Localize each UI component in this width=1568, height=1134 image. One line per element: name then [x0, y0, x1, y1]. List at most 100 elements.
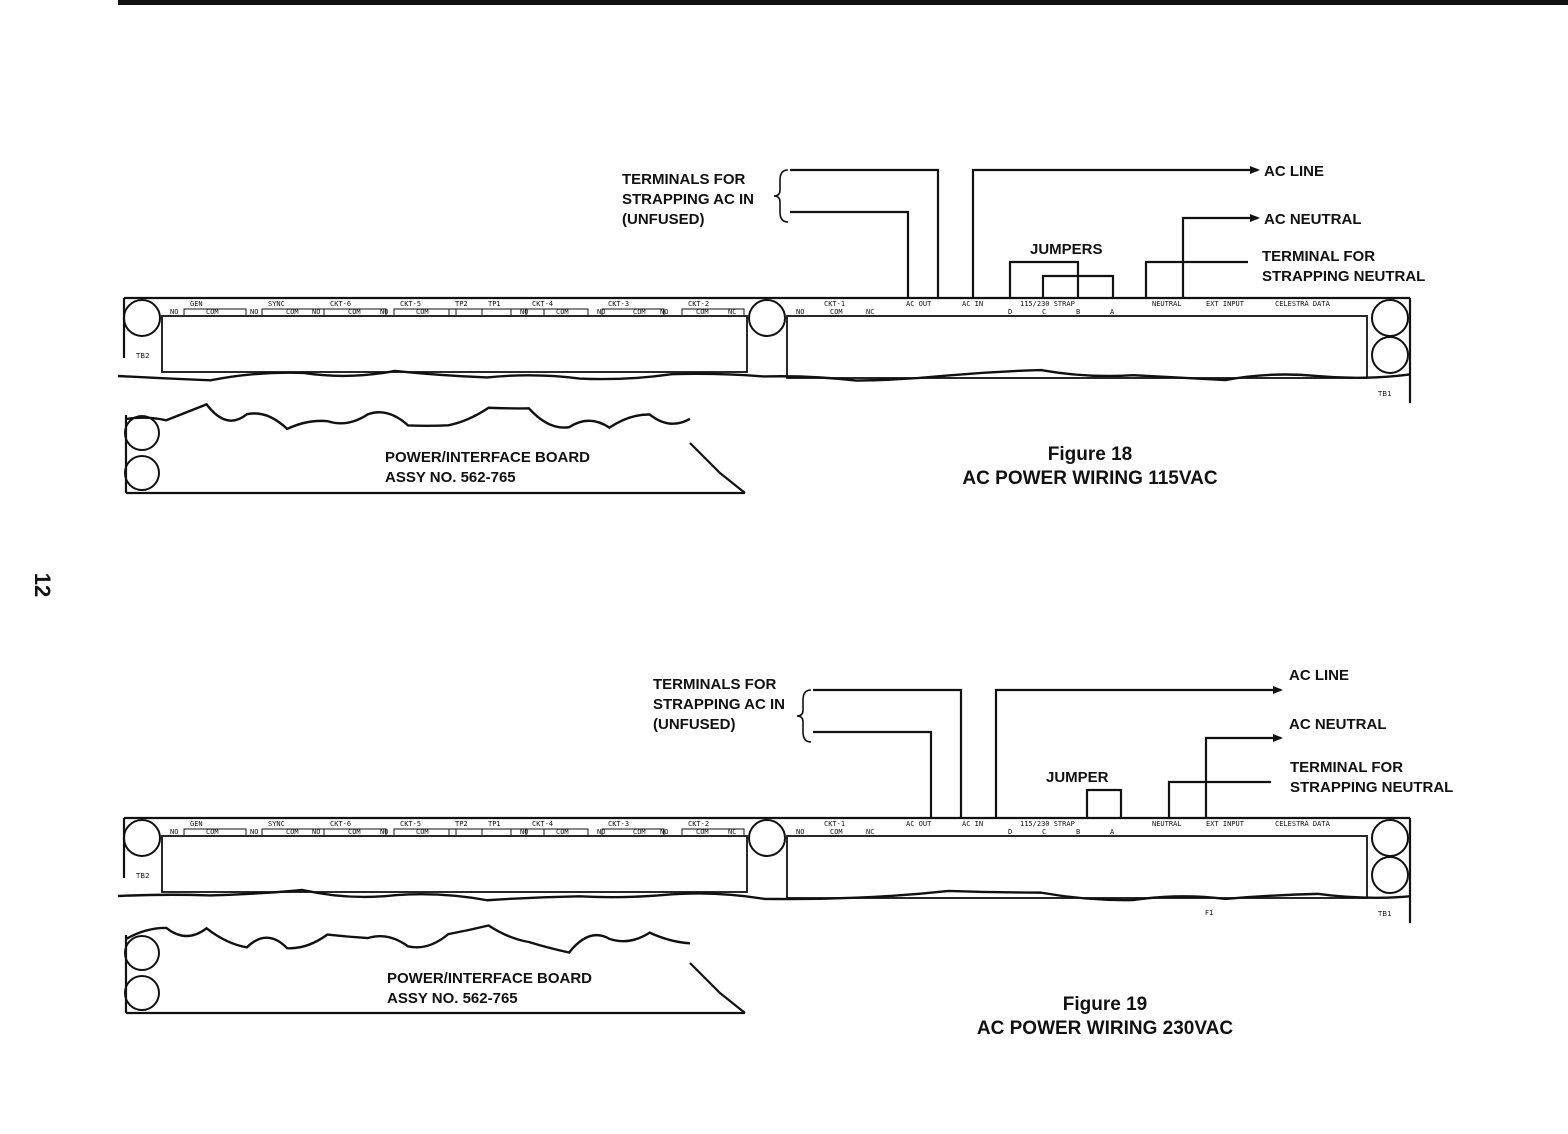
- fig19-ckt1-nc-label: NC: [866, 828, 874, 836]
- page-top-rule: [118, 0, 1568, 5]
- fig19-contact-com-label: COM: [696, 828, 709, 836]
- fig18-wire-strap-ac-in-2: [790, 210, 910, 298]
- fig18-tb2-group-bracket: [323, 308, 387, 315]
- fig19-terminals-brace: [796, 689, 812, 743]
- fig19-tb1-block: [786, 835, 1368, 899]
- fig19-tb2-group-bracket: [393, 828, 457, 835]
- fig18-tb1-term-label: AC IN: [962, 300, 983, 308]
- fig18-strap-contact-label: A: [1110, 308, 1115, 316]
- fig19-contact-com-label: COM: [556, 828, 569, 836]
- fig19-strap-contact-label: D: [1008, 828, 1012, 836]
- fig18-tb2-group-bracket: [601, 308, 665, 315]
- fig19-tb2-tag: TB2: [135, 872, 150, 880]
- fig19-contact-no-label: NO: [380, 828, 388, 836]
- fig19-tb2-term-label: CKT-5: [400, 820, 421, 828]
- fig19-ac-line-arrow: [1273, 686, 1283, 694]
- fig19-tb1-term-label: NEUTRAL: [1152, 820, 1182, 828]
- fig19-strap-contact-label: B: [1076, 828, 1080, 836]
- fig19-tb2-group-bracket: [481, 828, 545, 835]
- fig18-contact-com-label: COM: [556, 308, 569, 316]
- fig19-lower-board-tear-corner: [689, 962, 746, 1014]
- fig19-wire-strap-ac-in-2: [813, 730, 933, 818]
- fig18-tb2-term-label: CKT-4: [532, 300, 553, 308]
- fig18-ckt1-no-label: NO: [796, 308, 804, 316]
- fig19-tb1-term-label: CELESTRA DATA: [1275, 820, 1331, 828]
- fig18-tb1-term-label: NEUTRAL: [1152, 300, 1182, 308]
- fig18-lower-board-tear-corner: [689, 442, 746, 494]
- fig18-tb1-tag: TB1: [1377, 390, 1392, 398]
- fig19-lower-hole-bottom: [124, 975, 160, 1011]
- fig18-wire-terminal-neutral: [1144, 260, 1248, 298]
- fig18-mount-hole-left: [123, 299, 161, 337]
- fig19-mount-hole-mid: [748, 819, 786, 857]
- fig18-tb2-group-bracket: [393, 308, 457, 315]
- fig19-tb2-group-bracket: [183, 828, 247, 835]
- fig19-strap-contact-label: A: [1110, 828, 1115, 836]
- fig18-caption: Figure 18 AC POWER WIRING 115VAC: [962, 444, 1218, 489]
- fig19-caption: Figure 19 AC POWER WIRING 230VAC: [976, 994, 1234, 1039]
- fig18-tb2-term-label: CKT-3: [608, 300, 629, 308]
- fig19-jumper-label: JUMPER: [1046, 769, 1109, 786]
- fig19-jumper-1: [1085, 788, 1123, 818]
- fig19-tb1-tag: TB1: [1377, 910, 1392, 918]
- fig19-contact-com-label: COM: [416, 828, 429, 836]
- fig18-terminals-brace: [773, 169, 789, 223]
- fig19-mount-hole-right-bottom: [1371, 856, 1409, 894]
- fig19-lower-hole-top: [124, 935, 160, 971]
- fig18-terminal-neutral-label: TERMINAL FOR STRAPPING NEUTRAL: [1262, 248, 1426, 285]
- fig19-ac-line-label: AC LINE: [1289, 667, 1349, 684]
- fig18-contact-no-label: NO: [520, 308, 528, 316]
- fig18-wire-strap-ac-in-1: [790, 168, 940, 298]
- fig19-ckt1-no-label: NO: [796, 828, 804, 836]
- fig19-contact-no-label: NO: [520, 828, 528, 836]
- fig18-ac-neutral-label: AC NEUTRAL: [1264, 211, 1362, 228]
- fig18-ac-neutral-arrow: [1250, 214, 1260, 222]
- fig18-tb2-term-label: CKT-5: [400, 300, 421, 308]
- fig19-tb2-group-bracket: [601, 828, 665, 835]
- fig19-tb2-group-bracket: [681, 828, 745, 835]
- fig19-contact-com-label: COM: [633, 828, 646, 836]
- fig19-tb2-group-bracket: [323, 828, 387, 835]
- fig19-lower-board-tear-edge: [125, 924, 691, 954]
- fig19-contact-com-label: COM: [286, 828, 299, 836]
- fig19-contact-no-label: NO: [597, 828, 605, 836]
- fig19-tb2-term-label: CKT-6: [330, 820, 351, 828]
- fig18-lower-hole-top: [124, 415, 160, 451]
- fig19-ac-neutral-label: AC NEUTRAL: [1289, 716, 1387, 733]
- fig19-contact-no-label: NO: [170, 828, 178, 836]
- fig19-contact-com-label: COM: [206, 828, 219, 836]
- fig18-ckt1-nc-label: NC: [866, 308, 874, 316]
- fig18-lower-hole-bottom: [124, 455, 160, 491]
- fig19-contact-no-label: NO: [250, 828, 258, 836]
- fig18-tb2-term-label: CKT-6: [330, 300, 351, 308]
- fig18-contact-com-label: COM: [416, 308, 429, 316]
- fig19-tb1-term-label: EXT INPUT: [1206, 820, 1245, 828]
- fig19-board-label: POWER/INTERFACE BOARD ASSY NO. 562-765: [387, 970, 593, 1007]
- fig19-strap-contact-label: C: [1042, 828, 1046, 836]
- fig18-strap-contact-label: C: [1042, 308, 1046, 316]
- fig18-tb2-group-bracket: [481, 308, 545, 315]
- fig18-terminals-label: TERMINALS FOR STRAPPING AC IN (UNFUSED): [622, 171, 754, 228]
- fig19-mount-hole-left: [123, 819, 161, 857]
- fig18-contact-no-label: NO: [597, 308, 605, 316]
- fig18-tb2-tag: TB2: [135, 352, 150, 360]
- fig19-tb2-term-label: CKT-3: [608, 820, 629, 828]
- fig18-tb1-block: [786, 315, 1368, 379]
- fig19-tb1-term-label: CKT-1: [824, 820, 845, 828]
- fig18-lower-board-tear-edge: [125, 402, 691, 431]
- fig18-tb2-term-label: GEN: [190, 300, 203, 308]
- fig18-contact-com-label: COM: [286, 308, 299, 316]
- fig18-mount-hole-mid: [748, 299, 786, 337]
- fig18-tb2-group-bracket: [681, 308, 745, 315]
- fig19-contact-no-label: NO: [312, 828, 320, 836]
- fig18-tb1-term-label: CKT-1: [824, 300, 845, 308]
- fig19-contact-com-label: COM: [348, 828, 361, 836]
- fig19-tb2-term-label: GEN: [190, 820, 203, 828]
- fig19-tb2-term-label: CKT-4: [532, 820, 553, 828]
- fig18-jumper-1: [1008, 260, 1080, 298]
- fig18-tb2-term-label: SYNC: [268, 300, 285, 308]
- fig19-ckt1-com-label: COM: [830, 828, 843, 836]
